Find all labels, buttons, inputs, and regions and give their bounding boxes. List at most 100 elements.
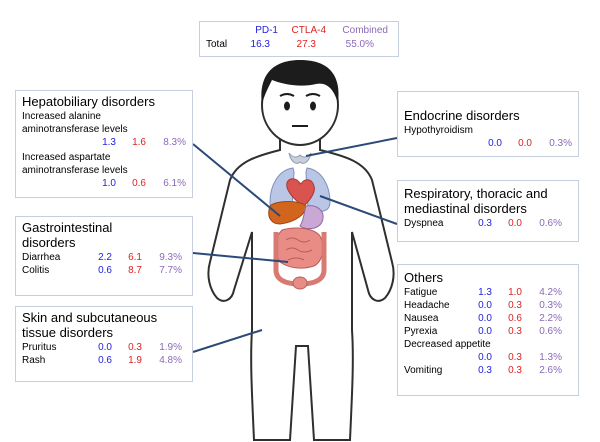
gastrointestinal-box: Gastrointestinal disorders Diarrhea 2.2 … [15,216,193,296]
value-ctla4: 0.6 [132,178,146,189]
value-ctla4: 1.6 [132,137,146,148]
value-combined: 0.6% [539,326,562,337]
value-pd1: 0.6 [98,355,112,366]
item-label: Decreased appetite [404,339,491,350]
value-combined: 1.3% [539,352,562,363]
legend-pd1: PD-1 [255,25,278,36]
right-eye [310,101,316,111]
skin-title-line: Skin and subcutaneous [22,310,158,325]
bladder [292,276,308,290]
respiratory-title-line: mediastinal disorders [404,201,527,216]
legend-total-row: Total 16.3 27.3 55.0% [206,39,392,53]
item-label: Diarrhea [22,252,61,263]
item-label: Pruritus [22,342,57,353]
respiratory-box: Respiratory, thoracic and mediastinal di… [397,180,579,242]
leader-line-gastrointestinal [192,252,289,263]
item-label: Headache [404,300,450,311]
value-pd1: 1.0 [102,178,116,189]
list-item: Nausea 0.0 0.6 2.2% [404,313,572,326]
endocrine-box: Endocrine disorders Hypothyroidism 0.0 0… [397,91,579,157]
item-values: 1.3 1.6 8.3% [22,137,186,150]
hair [261,60,339,104]
value-ctla4: 0.3 [508,326,522,337]
leader-line-skin [192,329,263,353]
value-combined: 1.9% [159,342,182,353]
value-combined: 0.3% [539,300,562,311]
respiratory-title-line: Respiratory, thoracic and [404,186,548,201]
leader-line-respiratory [319,195,398,225]
value-pd1: 0.0 [478,313,492,324]
value-combined: 4.2% [539,287,562,298]
skin-box: Skin and subcutaneous tissue disorders P… [15,306,193,382]
body-silhouette [207,139,395,441]
value-ctla4: 1.9 [128,355,142,366]
left-eyebrow [279,93,295,97]
item-label: Rash [22,355,46,366]
value-combined: 0.6% [539,218,562,229]
hepatobiliary-box: Hepatobiliary disorders Increased alanin… [15,90,193,198]
value-ctla4: 0.0 [518,138,532,149]
gastrointestinal-title-line: Gastrointestinal [22,220,113,235]
item-values: 0.0 0.3 1.3% [404,352,572,365]
value-ctla4: 8.7 [128,265,142,276]
item-values: 1.0 0.6 6.1% [22,178,186,191]
value-combined: 6.1% [163,178,186,189]
others-title: Others [404,270,444,285]
liver [268,201,307,225]
item-label: Colitis [22,265,50,276]
list-item: Rash 0.6 1.9 4.8% [22,355,186,368]
legend-series-row: PD-1 CTLA-4 Combined [206,25,392,39]
value-pd1: 0.0 [478,326,492,337]
value-combined: 0.3% [549,138,572,149]
hepatobiliary-title: Hepatobiliary disorders [22,94,155,109]
value-pd1: 0.0 [478,300,492,311]
endocrine-title: Endocrine disorders [404,108,520,123]
value-combined: 7.7% [159,265,182,276]
list-item: Vomiting 0.3 0.3 2.6% [404,365,572,378]
legend-combined: Combined [342,25,388,36]
value-ctla4: 0.3 [508,365,522,376]
value-combined: 8.3% [163,137,186,148]
value-pd1: 0.0 [98,342,112,353]
item-label: Nausea [404,313,439,324]
value-combined: 2.2% [539,313,562,324]
item-label: Pyrexia [404,326,438,337]
list-item: Diarrhea 2.2 6.1 9.3% [22,252,186,265]
list-item: Pruritus 0.0 0.3 1.9% [22,342,186,355]
value-ctla4: 0.3 [128,342,142,353]
hepatobiliary-item: Increased alanine aminotransferase level… [22,111,186,150]
leader-line-endocrine [305,137,398,157]
value-pd1: 0.3 [478,218,492,229]
value-pd1: 0.6 [98,265,112,276]
value-pd1: 1.3 [102,137,116,148]
intestine-folds [285,237,313,261]
item-label-line: Increased alanine [22,111,101,122]
others-box: Others Fatigue 1.3 1.0 4.2% Headache 0.0… [397,264,579,396]
value-pd1: 2.2 [98,252,112,263]
value-combined: 2.6% [539,365,562,376]
item-values: 0.0 0.0 0.3% [404,138,572,151]
left-eye [284,101,290,111]
list-item: Fatigue 1.3 1.0 4.2% [404,287,572,300]
item-label-line: aminotransferase levels [22,124,128,135]
legend-box: PD-1 CTLA-4 Combined Total 16.3 27.3 55.… [199,21,399,57]
list-item: Headache 0.0 0.3 0.3% [404,300,572,313]
legend-total-label: Total [206,39,228,50]
value-pd1: 0.3 [478,365,492,376]
value-pd1: 0.0 [478,352,492,363]
value-ctla4: 0.0 [508,218,522,229]
skin-title-line: tissue disorders [22,325,114,340]
legend-ctla4: CTLA-4 [291,25,326,36]
value-ctla4: 0.6 [508,313,522,324]
thyroid [288,152,312,164]
list-item: Pyrexia 0.0 0.3 0.6% [404,326,572,339]
item-label: Fatigue [404,287,438,298]
list-item: Colitis 0.6 8.7 7.7% [22,265,186,278]
total-pd1: 16.3 [250,39,270,50]
leader-line-hepatobiliary [192,143,281,217]
list-item: Dyspnea 0.3 0.0 0.6% [404,218,572,231]
item-label: Hypothyroidism [404,125,473,136]
value-combined: 9.3% [159,252,182,263]
total-combined: 55.0% [345,39,374,50]
